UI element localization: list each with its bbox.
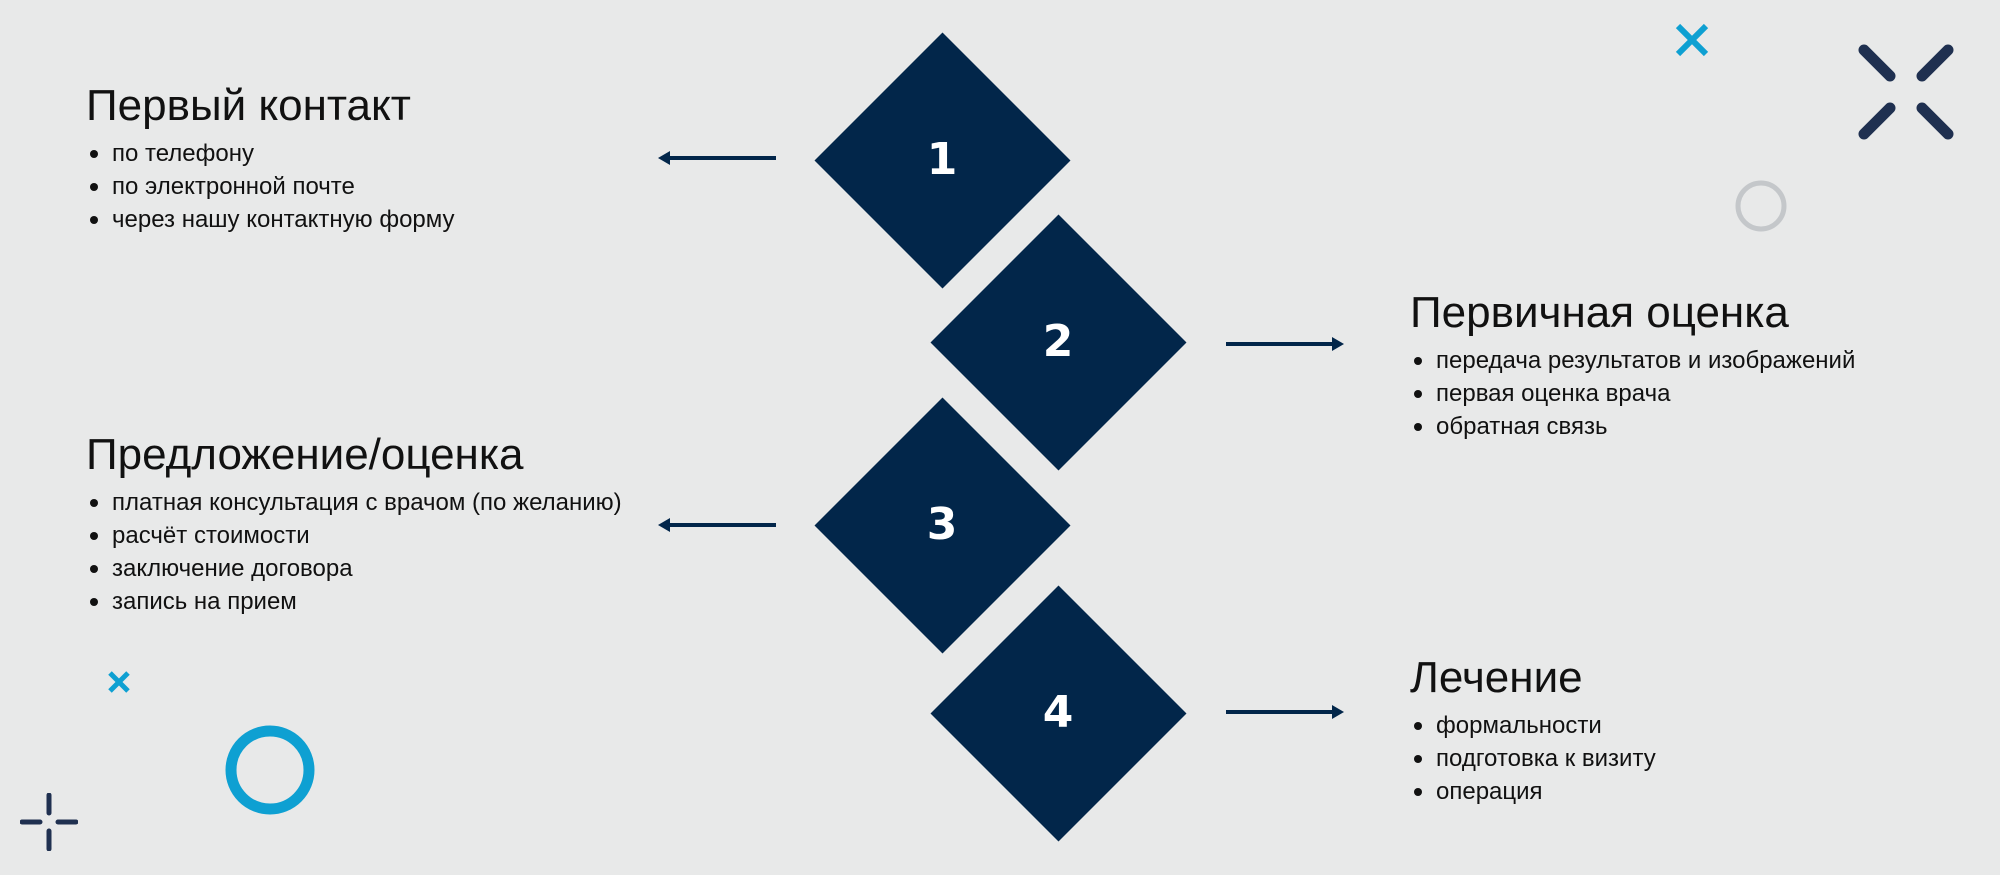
bullet-icon (90, 564, 98, 573)
bullet-icon (1414, 356, 1422, 365)
cross-icon (108, 671, 130, 693)
list-item: формальности (1410, 709, 1656, 742)
step-4-text: Лечение формальности подготовка к визиту… (1410, 652, 1656, 808)
bullet-icon (1414, 721, 1422, 730)
list-item: расчёт стоимости (86, 519, 622, 552)
step-1-diamond: 1 (814, 32, 1070, 288)
step-2-text: Первичная оценка передача результатов и … (1410, 287, 1855, 443)
step-title: Первый контакт (86, 81, 411, 130)
step-3-text: Предложение/оценка платная консультация … (86, 429, 622, 618)
step-item-list: формальности подготовка к визиту операци… (1410, 709, 1656, 808)
step-title: Лечение (1410, 653, 1583, 702)
ring-icon (1735, 180, 1787, 232)
ring-icon (225, 725, 315, 815)
step-number: 3 (926, 499, 958, 550)
list-item: первая оценка врача (1410, 377, 1855, 410)
bullet-icon (90, 498, 98, 507)
step-item-list: передача результатов и изображений перва… (1410, 344, 1855, 443)
sparkle-icon (20, 793, 78, 851)
step-2-diamond: 2 (930, 214, 1186, 470)
step-title: Предложение/оценка (86, 430, 524, 479)
step-4-diamond: 4 (930, 585, 1186, 841)
arrow-right-icon (1226, 705, 1344, 719)
list-item: передача результатов и изображений (1410, 344, 1855, 377)
list-item: по электронной почте (86, 170, 455, 203)
step-number: 4 (1042, 687, 1074, 738)
step-item-list: по телефону по электронной почте через н… (86, 137, 455, 236)
step-3-diamond: 3 (814, 397, 1070, 653)
bullet-icon (90, 531, 98, 540)
bullet-icon (90, 215, 98, 224)
list-item: заключение договора (86, 552, 622, 585)
bullet-icon (90, 597, 98, 606)
list-item: подготовка к визиту (1410, 742, 1656, 775)
step-title: Первичная оценка (1410, 288, 1789, 337)
cross-icon (1675, 23, 1709, 57)
step-1-text: Первый контакт по телефону по электронно… (86, 80, 455, 236)
bullet-icon (90, 182, 98, 191)
bullet-icon (1414, 787, 1422, 796)
bullet-icon (1414, 422, 1422, 431)
bullet-icon (1414, 754, 1422, 763)
step-number: 1 (926, 134, 958, 185)
list-item: по телефону (86, 137, 455, 170)
list-item: запись на прием (86, 585, 622, 618)
step-item-list: платная консультация с врачом (по желани… (86, 486, 622, 618)
list-item: операция (1410, 775, 1656, 808)
arrow-left-icon (658, 518, 776, 532)
list-item: через нашу контактную форму (86, 203, 455, 236)
bullet-icon (1414, 389, 1422, 398)
step-number: 2 (1042, 316, 1074, 367)
list-item: платная консультация с врачом (по желани… (86, 486, 622, 519)
dash-cross-icon (1858, 44, 1954, 140)
arrow-left-icon (658, 151, 776, 165)
list-item: обратная связь (1410, 410, 1855, 443)
bullet-icon (90, 149, 98, 158)
arrow-right-icon (1226, 337, 1344, 351)
